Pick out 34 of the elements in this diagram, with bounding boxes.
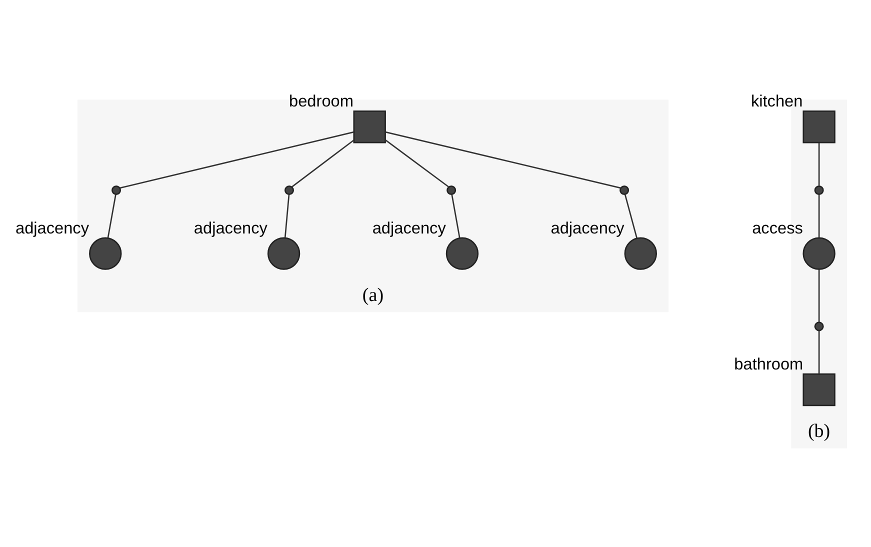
node-box (352, 110, 386, 143)
node-label: adjacency (193, 218, 267, 237)
node-label: access (752, 218, 802, 237)
connector (818, 330, 820, 374)
node-label: adjacency (550, 218, 624, 237)
node-label: kitchen (750, 92, 802, 110)
node-circle (802, 236, 835, 270)
connector (119, 130, 354, 188)
node-circle (624, 236, 656, 270)
node-circle (814, 321, 824, 331)
node-label: bathroom (734, 354, 803, 373)
connector (284, 194, 290, 238)
connector (818, 268, 820, 322)
node-circle (445, 236, 478, 270)
node-circle (814, 184, 824, 194)
node-circle (266, 236, 300, 270)
node-circle (619, 184, 629, 194)
connector (384, 130, 620, 188)
connector (818, 194, 820, 238)
connector (384, 138, 448, 187)
node-label: adjacency (372, 218, 446, 237)
node-label: bedroom (288, 92, 353, 110)
connector (624, 194, 638, 238)
connector (818, 142, 820, 186)
node-box (802, 110, 835, 143)
connector (450, 194, 460, 238)
connector (291, 139, 354, 187)
node-circle (88, 236, 122, 270)
node-circle (284, 184, 294, 194)
connector (106, 194, 116, 238)
node-circle (111, 184, 121, 194)
node-box (802, 372, 835, 406)
node-circle (446, 184, 456, 194)
node-label: adjacency (14, 218, 89, 237)
